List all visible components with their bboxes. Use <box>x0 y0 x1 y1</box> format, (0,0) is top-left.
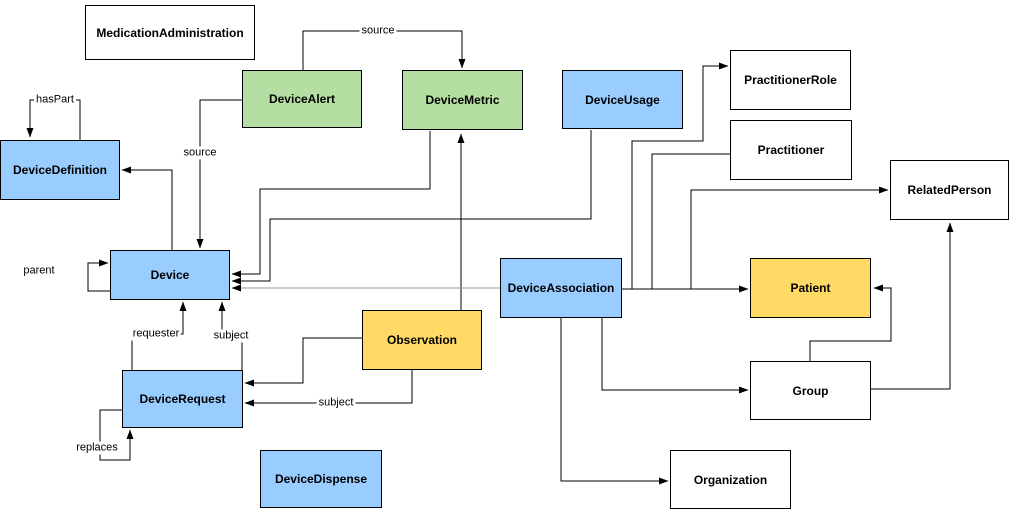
node-device-alert[interactable]: DeviceAlert <box>242 70 362 128</box>
edge-alert-to-device-source <box>196 99 242 249</box>
node-device-dispense[interactable]: DeviceDispense <box>260 450 382 508</box>
node-label-device-metric: DeviceMetric <box>425 93 500 107</box>
node-label-organization: Organization <box>693 472 768 487</box>
edge-usage-to-device <box>231 130 592 285</box>
node-label-related-person: RelatedPerson <box>907 183 992 197</box>
node-label-practitioner-role: PractitionerRole <box>744 73 837 87</box>
edge-metric-to-device <box>231 131 431 278</box>
node-label-medication-administration: MedicationAdministration <box>96 25 244 40</box>
node-related-person[interactable]: RelatedPerson <box>890 160 1009 220</box>
edge-label-alert-to-metric-source: source <box>359 24 397 38</box>
node-organization[interactable]: Organization <box>670 450 791 509</box>
node-observation[interactable]: Observation <box>362 310 482 370</box>
edge-association-to-group <box>601 318 749 394</box>
node-practitioner[interactable]: Practitioner <box>730 120 852 180</box>
node-label-device: Device <box>150 268 190 282</box>
edge-device-to-definition <box>121 166 173 250</box>
edge-group-to-relatedperson <box>871 222 954 390</box>
node-label-patient: Patient <box>790 281 831 295</box>
node-device-usage[interactable]: DeviceUsage <box>562 70 683 129</box>
node-label-observation: Observation <box>386 333 458 347</box>
node-label-device-dispense: DeviceDispense <box>274 472 368 486</box>
edge-request-replaces-loop <box>99 409 134 461</box>
node-medication-administration[interactable]: MedicationAdministration <box>85 5 255 60</box>
edge-association-to-practitioner <box>651 153 730 289</box>
node-label-device-association: DeviceAssociation <box>507 281 615 295</box>
node-device-metric[interactable]: DeviceMetric <box>402 70 523 130</box>
node-label-device-usage: DeviceUsage <box>585 92 660 107</box>
edge-label-definition-haspart-loop: hasPart <box>34 93 76 107</box>
node-patient[interactable]: Patient <box>750 258 871 318</box>
edge-label-request-replaces-loop: replaces <box>74 441 120 455</box>
node-device[interactable]: Device <box>110 250 230 300</box>
edge-observation-to-request-subject <box>244 370 413 407</box>
node-device-request[interactable]: DeviceRequest <box>122 370 243 428</box>
node-label-device-definition: DeviceDefinition <box>12 163 108 177</box>
node-label-device-alert: DeviceAlert <box>268 92 336 106</box>
edge-label-device-parent-loop: parent <box>21 264 57 278</box>
edge-label-alert-to-device-source: source <box>181 146 219 160</box>
edge-observation-to-request <box>244 337 362 387</box>
node-label-practitioner: Practitioner <box>757 143 825 157</box>
edge-association-to-organization <box>560 318 669 485</box>
node-label-device-request: DeviceRequest <box>139 392 226 406</box>
node-label-group: Group <box>792 383 829 398</box>
node-device-association[interactable]: DeviceAssociation <box>500 258 622 318</box>
edge-label-observation-to-request-subject: subject <box>316 396 356 410</box>
edge-association-to-relatedperson <box>690 186 889 289</box>
edge-label-request-to-device-subject: subject <box>211 329 251 343</box>
edge-device-parent-loop <box>87 259 110 292</box>
node-practitioner-role[interactable]: PractitionerRole <box>730 50 851 110</box>
edge-association-to-practitionerrole <box>631 62 729 289</box>
node-device-definition[interactable]: DeviceDefinition <box>0 140 120 200</box>
edge-group-to-patient <box>809 284 892 361</box>
edge-label-request-to-device-requester: requester <box>130 327 182 341</box>
node-group[interactable]: Group <box>750 361 871 420</box>
